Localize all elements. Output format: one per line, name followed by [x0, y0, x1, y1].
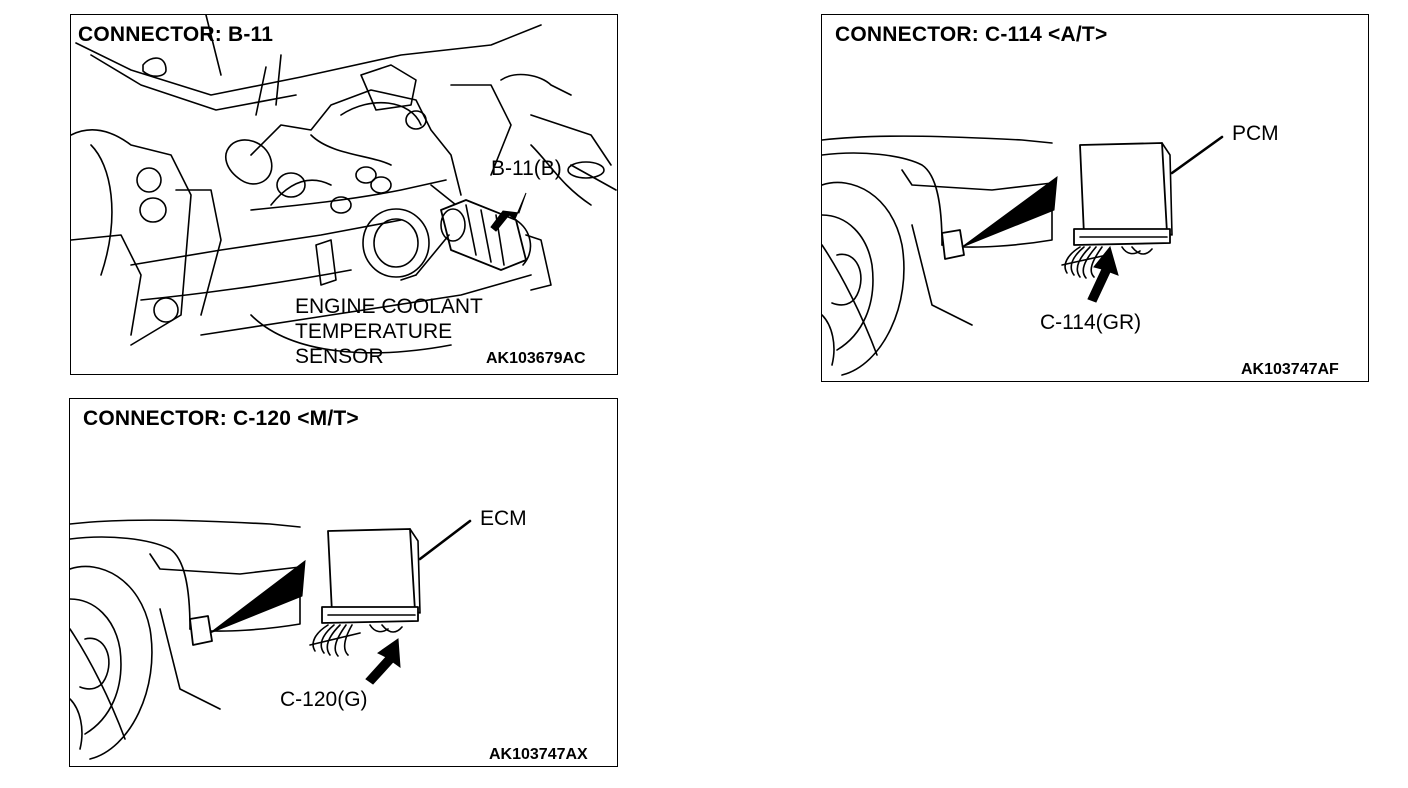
dashboard-illustration [70, 519, 472, 760]
b11-pointer-arrow [490, 192, 527, 232]
ecm-leader-line [418, 519, 472, 561]
sensor-label-line2: TEMPERATURE [295, 320, 453, 343]
panel-title: CONNECTOR: C-120 <M/T> [83, 407, 359, 430]
sensor-label-line3: SENSOR [295, 345, 384, 368]
figure-code: AK103747AF [1241, 361, 1339, 378]
connector-label: B-11(B) [491, 157, 562, 180]
figure-code: AK103747AX [489, 746, 588, 763]
panel-connector-b11: CONNECTOR: B-11 B-11(B) ENGINE COOLANT T… [70, 14, 618, 375]
connector-label: C-114(GR) [1040, 311, 1142, 334]
sensor-leader-line [415, 234, 450, 276]
connector-label: C-120(G) [280, 688, 368, 711]
engine-illustration [71, 15, 617, 354]
module-label: PCM [1232, 122, 1279, 145]
c114-pointer-arrow [1087, 245, 1119, 303]
coolant-sensor [440, 199, 552, 291]
panel-connector-c120: CONNECTOR: C-120 <M/T> ECM C-120(G) AK10… [69, 398, 618, 767]
c120-pointer-arrow [365, 638, 401, 685]
wedge-pointer [209, 559, 306, 634]
ecm-module [321, 528, 421, 624]
wedge-pointer [961, 175, 1058, 248]
panel-title: CONNECTOR: C-114 <A/T> [835, 23, 1108, 46]
sensor-label-line1: ENGINE COOLANT [295, 295, 483, 318]
panel-connector-c114: CONNECTOR: C-114 <A/T> PCM C-114(GR) AK1… [821, 14, 1369, 382]
ecm-harness [309, 624, 403, 657]
module-label: ECM [480, 507, 527, 530]
dash-connector-box [941, 229, 965, 260]
dash-connector-box [189, 615, 213, 646]
figure-code: AK103679AC [486, 350, 586, 367]
pcm-leader-line [1170, 135, 1224, 175]
dashboard-illustration [822, 135, 1224, 376]
pcm-harness [1061, 246, 1153, 279]
pcm-module [1073, 142, 1173, 246]
panel-title: CONNECTOR: B-11 [78, 23, 274, 46]
